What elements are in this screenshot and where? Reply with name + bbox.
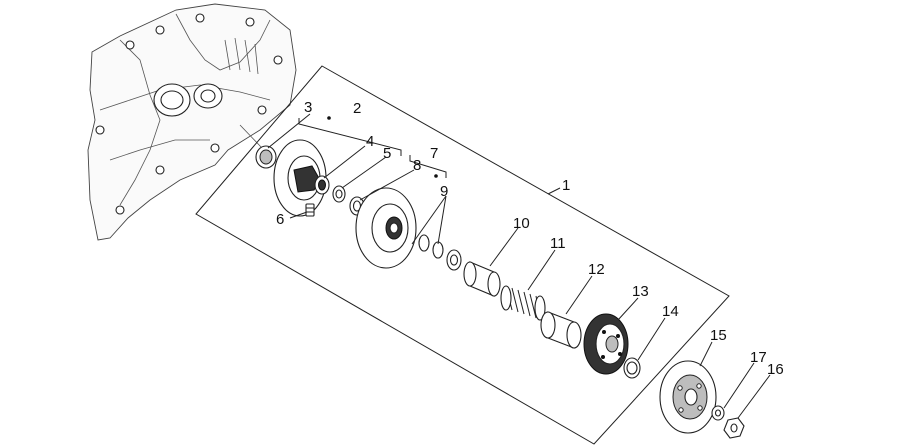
part-12-spring-cup [540,311,582,349]
part-15-clutch-bell [659,360,717,434]
part-7-movable-pulley-half [355,174,438,269]
part-14-circlip [623,357,641,379]
part-13-clutch-assembly [583,313,629,375]
part-4-bush [314,175,330,195]
callout-10: 10 [513,215,530,232]
callout-9: 9 [440,183,448,200]
part-5-bearing [332,185,346,203]
callout-1: 1 [562,177,570,194]
assembly-outline-box [195,65,730,445]
callout-12: 12 [588,261,605,278]
part-3-oil-seal [255,145,277,169]
part-7-dot-marker [434,174,438,178]
part-2-dot-marker [327,116,331,120]
leader-lines [267,113,771,419]
callout-labels: 1 2 3 4 5 6 7 8 9 10 11 12 13 14 15 16 1… [276,99,784,378]
part-9-sealing-rings [418,234,462,271]
callout-7: 7 [430,145,438,162]
callout-17: 17 [750,349,767,366]
callout-4: 4 [366,133,374,150]
callout-11: 11 [550,235,566,252]
callout-5: 5 [383,145,391,162]
crankcase-housing [87,3,297,241]
callout-6: 6 [276,211,284,228]
part-11-spring [500,285,546,321]
part-6-screw [305,203,315,217]
callout-2: 2 [353,100,361,117]
callout-14: 14 [662,303,679,320]
callout-15: 15 [710,327,727,344]
callout-8: 8 [413,157,421,174]
bracket-group-7 [409,155,447,178]
callout-13: 13 [632,283,649,300]
part-10-sleeve [463,261,501,297]
callout-3: 3 [304,99,312,116]
bracket-group-2 [298,118,402,156]
callout-16: 16 [767,361,784,378]
part-16-nut [723,417,745,439]
part-17-washer [711,405,725,421]
part-2-fixed-pulley-half [273,116,331,217]
